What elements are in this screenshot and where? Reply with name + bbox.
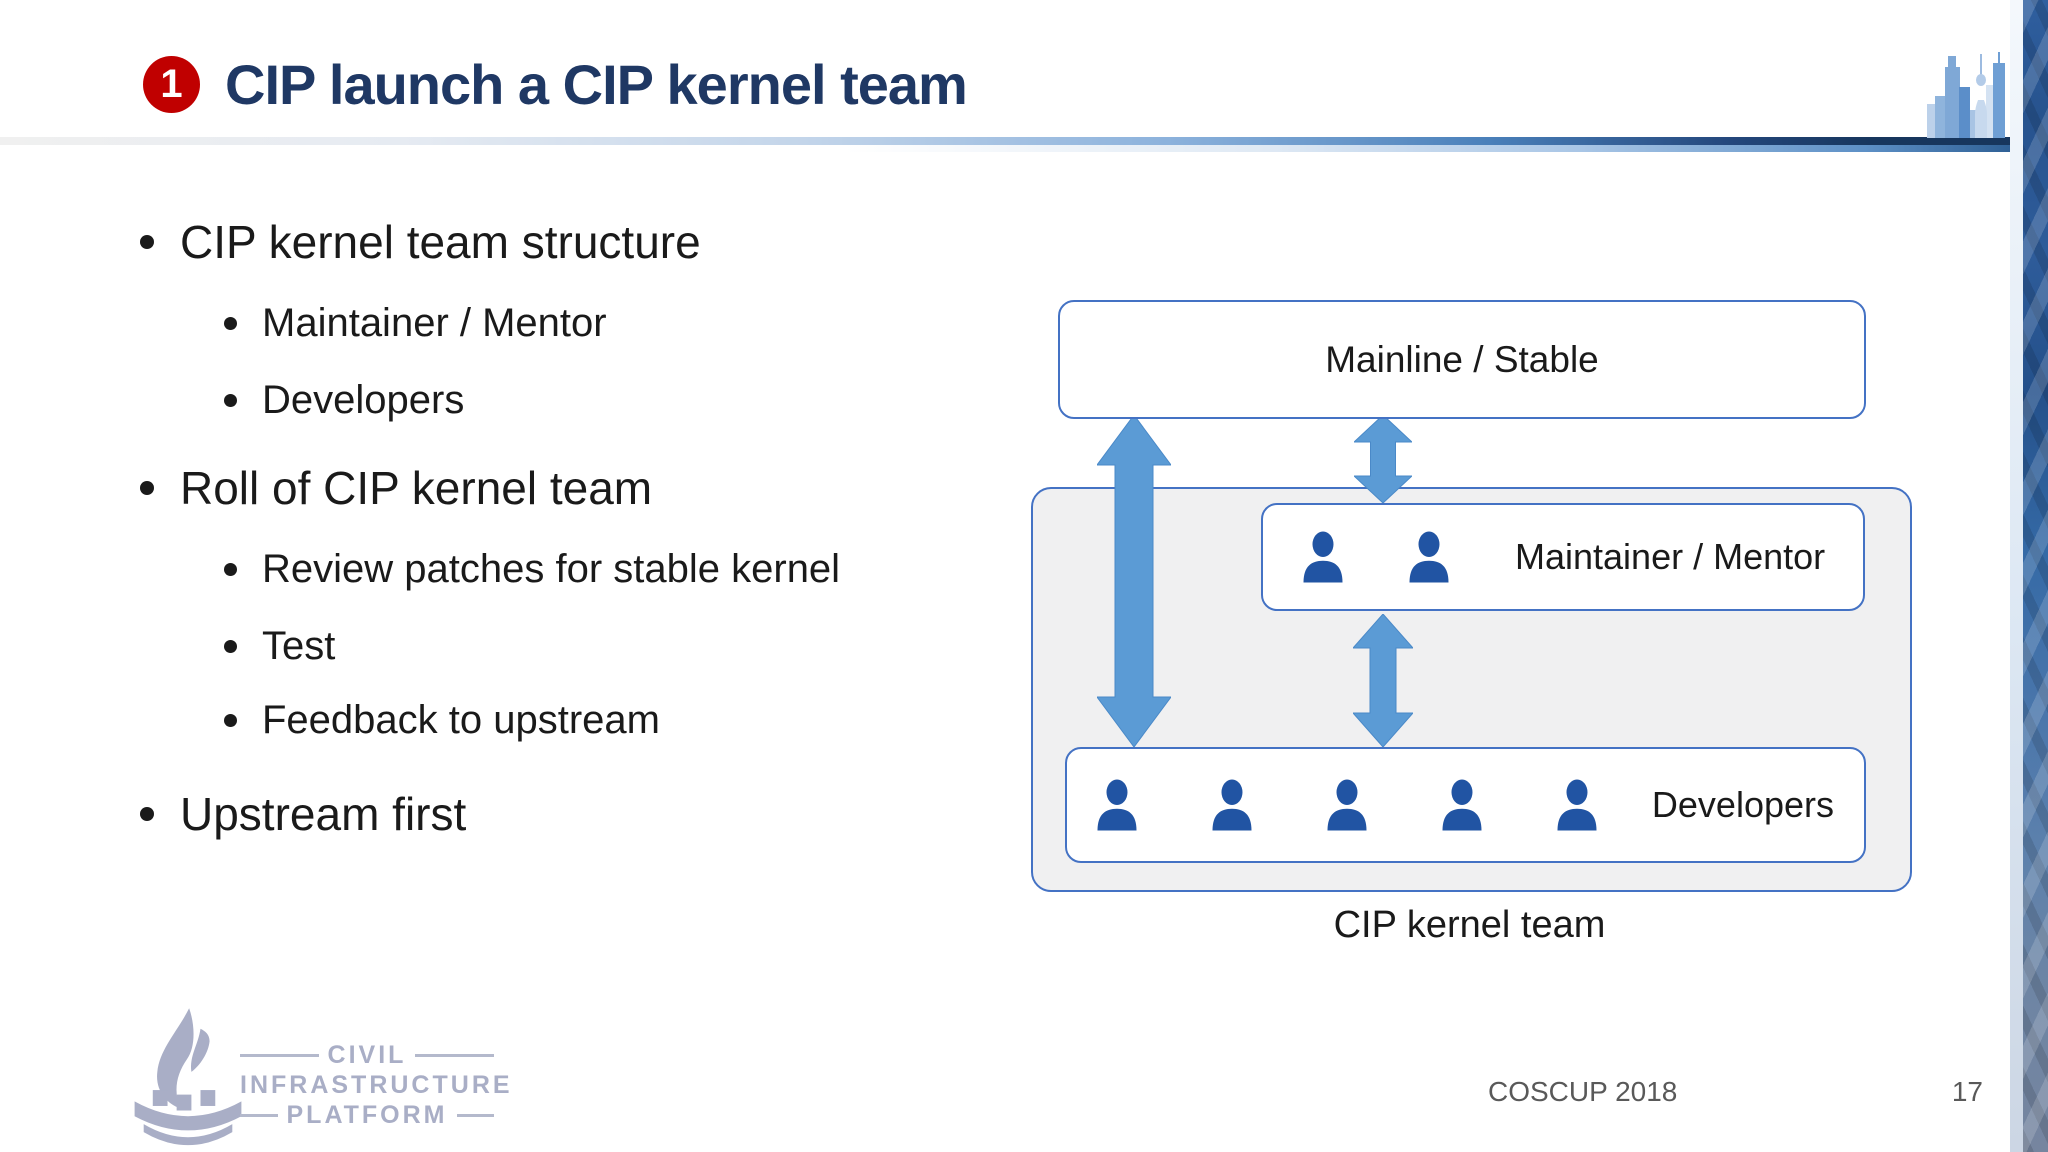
logo-word-civil: CIVIL	[327, 1040, 407, 1069]
mainline-stable-label: Mainline / Stable	[1325, 338, 1599, 380]
page-number: 17	[1951, 1076, 1983, 1107]
bullet-text: Test	[262, 623, 336, 668]
bullet-dot-icon	[224, 393, 237, 407]
person-icon	[1557, 779, 1597, 831]
step-number-badge: 1	[143, 56, 200, 113]
skyline-icon	[1927, 52, 2005, 138]
arrow-maintainer-developers	[1353, 614, 1413, 747]
bullet-text: Upstream first	[180, 788, 467, 840]
bullet-dot-icon	[140, 807, 154, 821]
maintainer-mentor-box: Maintainer / Mentor	[1261, 503, 1865, 611]
bullet-item: Upstream first	[140, 786, 466, 842]
bullet-dot-icon	[224, 639, 237, 653]
developer-icons	[1093, 778, 1601, 832]
bullet-item: Test	[224, 621, 335, 671]
logo-rule	[240, 1053, 319, 1057]
arrow-mainline-maintainer	[1354, 415, 1412, 503]
bullet-item: Developers	[224, 375, 464, 425]
bullet-text: Roll of CIP kernel team	[180, 462, 653, 514]
bullet-dot-icon	[140, 235, 154, 249]
cip-kernel-team-label: CIP kernel team	[1333, 904, 1606, 946]
bullet-dot-icon	[224, 562, 237, 576]
person-icon	[1327, 779, 1367, 831]
title-divider-top	[0, 137, 2012, 145]
logo-word-infrastructure: INFRASTRUCTURE	[240, 1070, 513, 1099]
title-divider-bottom	[770, 145, 2014, 152]
mainline-stable-box: Mainline / Stable	[1058, 300, 1866, 419]
maintainer-mentor-label: Maintainer / Mentor	[1515, 536, 1826, 577]
footer-event: COSCUP 2018	[1488, 1076, 1678, 1107]
logo-rule	[240, 1113, 278, 1117]
logo-line-civil: CIVIL	[240, 1040, 494, 1070]
cip-logo-text: CIVIL INFRASTRUCTURE PLATFORM	[240, 1040, 510, 1130]
bullet-item: Feedback to upstream	[224, 695, 660, 745]
bullet-text: CIP kernel team structure	[180, 216, 701, 268]
developers-box: Developers	[1065, 747, 1866, 863]
person-icon	[1303, 531, 1343, 583]
logo-rule	[415, 1053, 494, 1057]
person-icon	[1097, 779, 1137, 831]
maintainer-icons	[1299, 530, 1453, 584]
arrow-mainline-developers	[1097, 415, 1171, 747]
bullet-text: Review patches for stable kernel	[262, 546, 841, 591]
bullet-text: Feedback to upstream	[262, 697, 660, 742]
logo-line-platform: PLATFORM	[240, 1100, 495, 1130]
logo-word-platform: PLATFORM	[286, 1100, 448, 1129]
bullet-dot-icon	[224, 713, 237, 727]
person-icon	[1212, 779, 1252, 831]
right-decoration-band	[2023, 0, 2048, 1152]
bullet-item: Roll of CIP kernel team	[140, 460, 652, 516]
right-band-edge	[2010, 0, 2023, 1152]
person-icon	[1409, 531, 1449, 583]
bullet-text: Developers	[262, 377, 465, 422]
person-icon	[1442, 779, 1482, 831]
developers-label: Developers	[1651, 784, 1834, 825]
bullet-item: Review patches for stable kernel	[224, 544, 840, 594]
bullet-item: CIP kernel team structure	[140, 214, 701, 270]
bullet-item: Maintainer / Mentor	[224, 298, 607, 348]
title-row: 1 CIP launch a CIP kernel team	[143, 52, 968, 117]
cip-logo-icon	[134, 1008, 242, 1146]
slide-title: CIP launch a CIP kernel team	[225, 53, 968, 116]
bullet-dot-icon	[224, 316, 237, 330]
logo-line-infrastructure: INFRASTRUCTURE	[240, 1070, 510, 1100]
logo-rule	[456, 1113, 495, 1117]
bullet-text: Maintainer / Mentor	[262, 300, 607, 345]
bullet-dot-icon	[140, 481, 154, 495]
